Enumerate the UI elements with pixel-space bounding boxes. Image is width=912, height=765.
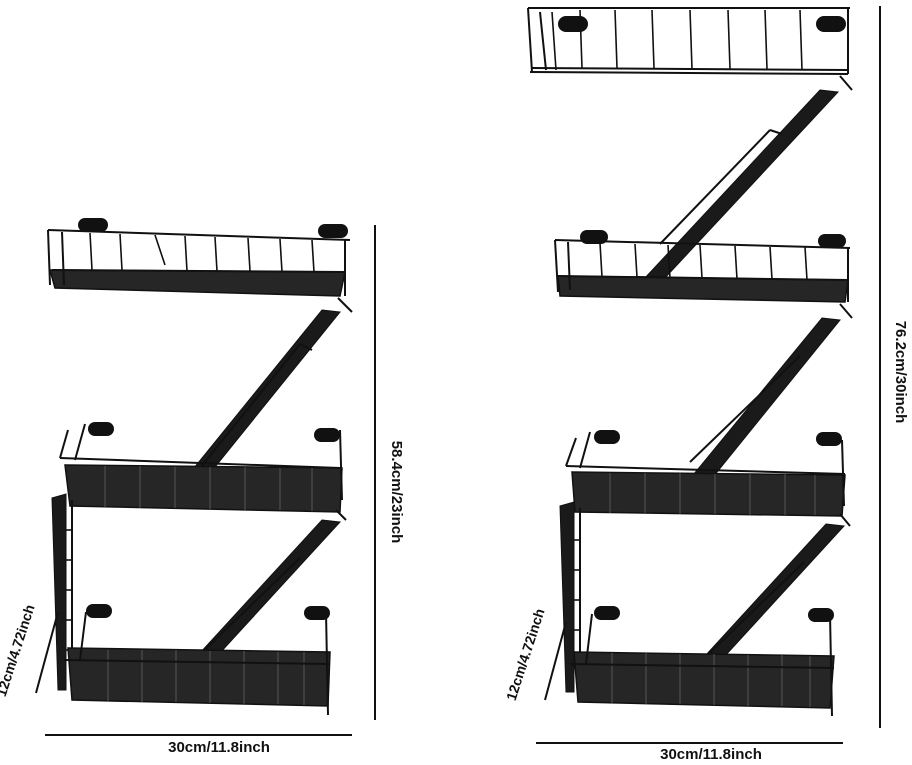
right-top-shelf — [527, 7, 850, 75]
wall-bracket — [314, 428, 340, 442]
right-ramp-1 — [628, 75, 853, 295]
right-shelf-3 — [565, 430, 846, 517]
right-spice-rack — [527, 6, 881, 744]
left-top-shelf — [47, 218, 351, 297]
right-shelf-2 — [554, 230, 851, 303]
wall-bracket — [594, 430, 620, 444]
wall-bracket — [816, 16, 846, 32]
left-depth-dimension-line — [35, 611, 59, 694]
right-depth-label: 12cm/4.72inch — [503, 606, 548, 702]
right-depth-dimension-line — [544, 621, 567, 701]
wall-bracket — [816, 432, 842, 446]
wall-bracket — [78, 218, 108, 232]
left-middle-shelf — [59, 422, 343, 513]
left-bottom-shelf — [63, 604, 331, 716]
wall-bracket — [594, 606, 620, 620]
wall-bracket — [818, 234, 846, 248]
right-height-label: 76.2cm/30inch — [892, 321, 909, 424]
wall-bracket — [558, 16, 588, 32]
right-width-label: 30cm/11.8inch — [660, 746, 762, 763]
left-depth-label: 12cm/4.72inch — [0, 602, 38, 698]
wall-bracket — [86, 604, 112, 618]
right-side-ladder — [559, 501, 581, 693]
wall-bracket — [808, 608, 834, 622]
wall-bracket — [88, 422, 114, 436]
left-width-label: 30cm/11.8inch — [168, 739, 270, 756]
right-bottom-shelf — [569, 606, 835, 717]
left-side-ladder — [51, 493, 73, 691]
wall-bracket — [304, 606, 330, 620]
wall-bracket — [318, 224, 348, 238]
right-ramp-2 — [664, 303, 853, 509]
left-height-label: 58.4cm/23inch — [388, 441, 405, 544]
left-spice-rack — [35, 218, 376, 736]
